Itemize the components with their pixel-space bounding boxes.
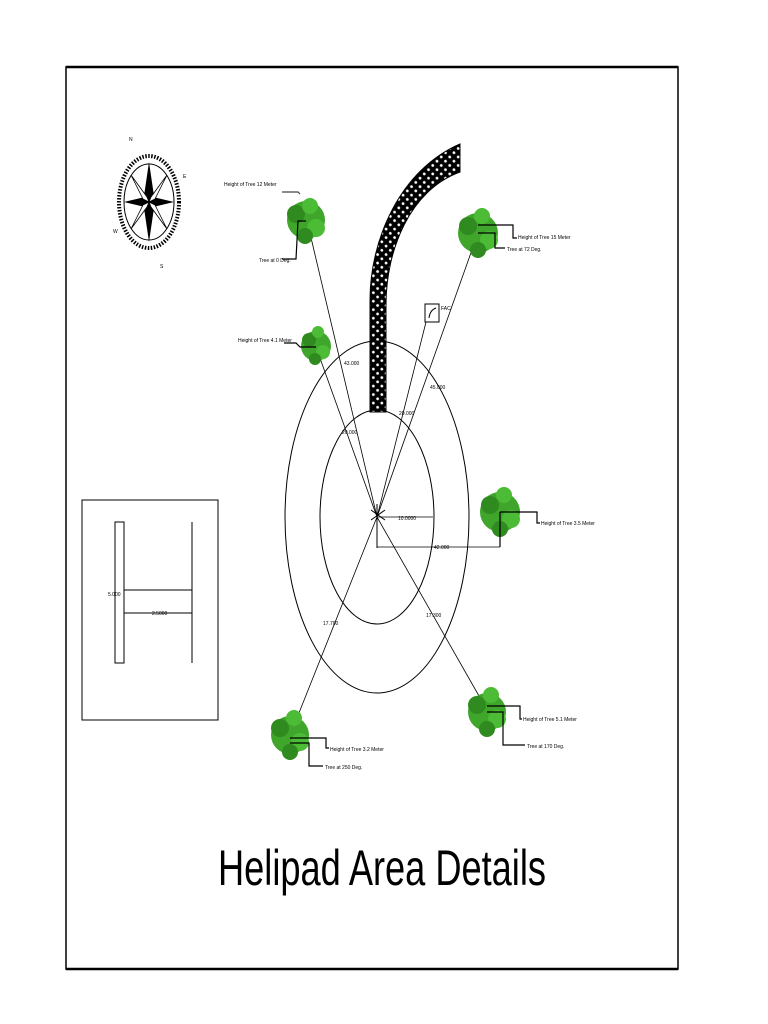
tree5-height-label: Height of Tree 5.1 Meter	[523, 717, 577, 723]
compass-east: E	[183, 174, 187, 180]
dim-right-low: 17.300	[426, 613, 442, 619]
compass-north: N	[129, 137, 133, 143]
tree6-angle-label: Tree at 250 Deg.	[325, 765, 362, 771]
tree3-angle-label: Tree at 72 Deg.	[507, 247, 542, 253]
tree5-angle-label: Tree at 170 Deg.	[527, 744, 564, 750]
bearing-lines	[288, 224, 500, 739]
dim-right-mid: 42.000	[434, 545, 450, 551]
dim-right-top: 45.000	[430, 385, 446, 391]
page-title: Helipad Area Details	[218, 840, 546, 896]
tree3-height-label: Height of Tree 15 Meter	[518, 235, 571, 241]
dim-center-a: 20.000	[399, 411, 415, 417]
tree1-angle-label: Tree at 0 Deg.	[259, 258, 291, 264]
compass-south: S	[160, 264, 164, 270]
compass-rose-icon: N S E W	[113, 137, 187, 270]
dim-left-top: 43.000	[344, 361, 360, 367]
inner-touchdown-circle	[319, 409, 435, 625]
tree-2	[301, 326, 331, 365]
tree-1	[287, 198, 325, 244]
tree4-height-label: Height of Tree 3.5 Meter	[541, 521, 595, 527]
h-height-dim: 5.000	[108, 592, 121, 598]
tree1-height-label: Height of Tree 12 Meter	[224, 182, 277, 188]
outer-safety-circle	[284, 340, 470, 694]
dim-center-b: 10.0000	[398, 516, 416, 522]
dim-left-mid: 20.000	[342, 430, 358, 436]
tree-6	[271, 710, 309, 760]
h-marking-detail: 5.000 2.5000	[81, 499, 219, 721]
tree6-height-label: Height of Tree 3.2 Meter	[330, 747, 384, 753]
tree2-height-label: Height of Tree 4.1 Meter	[238, 338, 292, 344]
windsock-label: FAC	[441, 306, 451, 312]
h-width-dim: 2.5000	[152, 611, 168, 617]
access-path	[369, 143, 461, 413]
windsock-marker: FAC	[424, 303, 451, 323]
dim-left-low: 17.700	[323, 621, 339, 627]
compass-west: W	[113, 229, 118, 235]
